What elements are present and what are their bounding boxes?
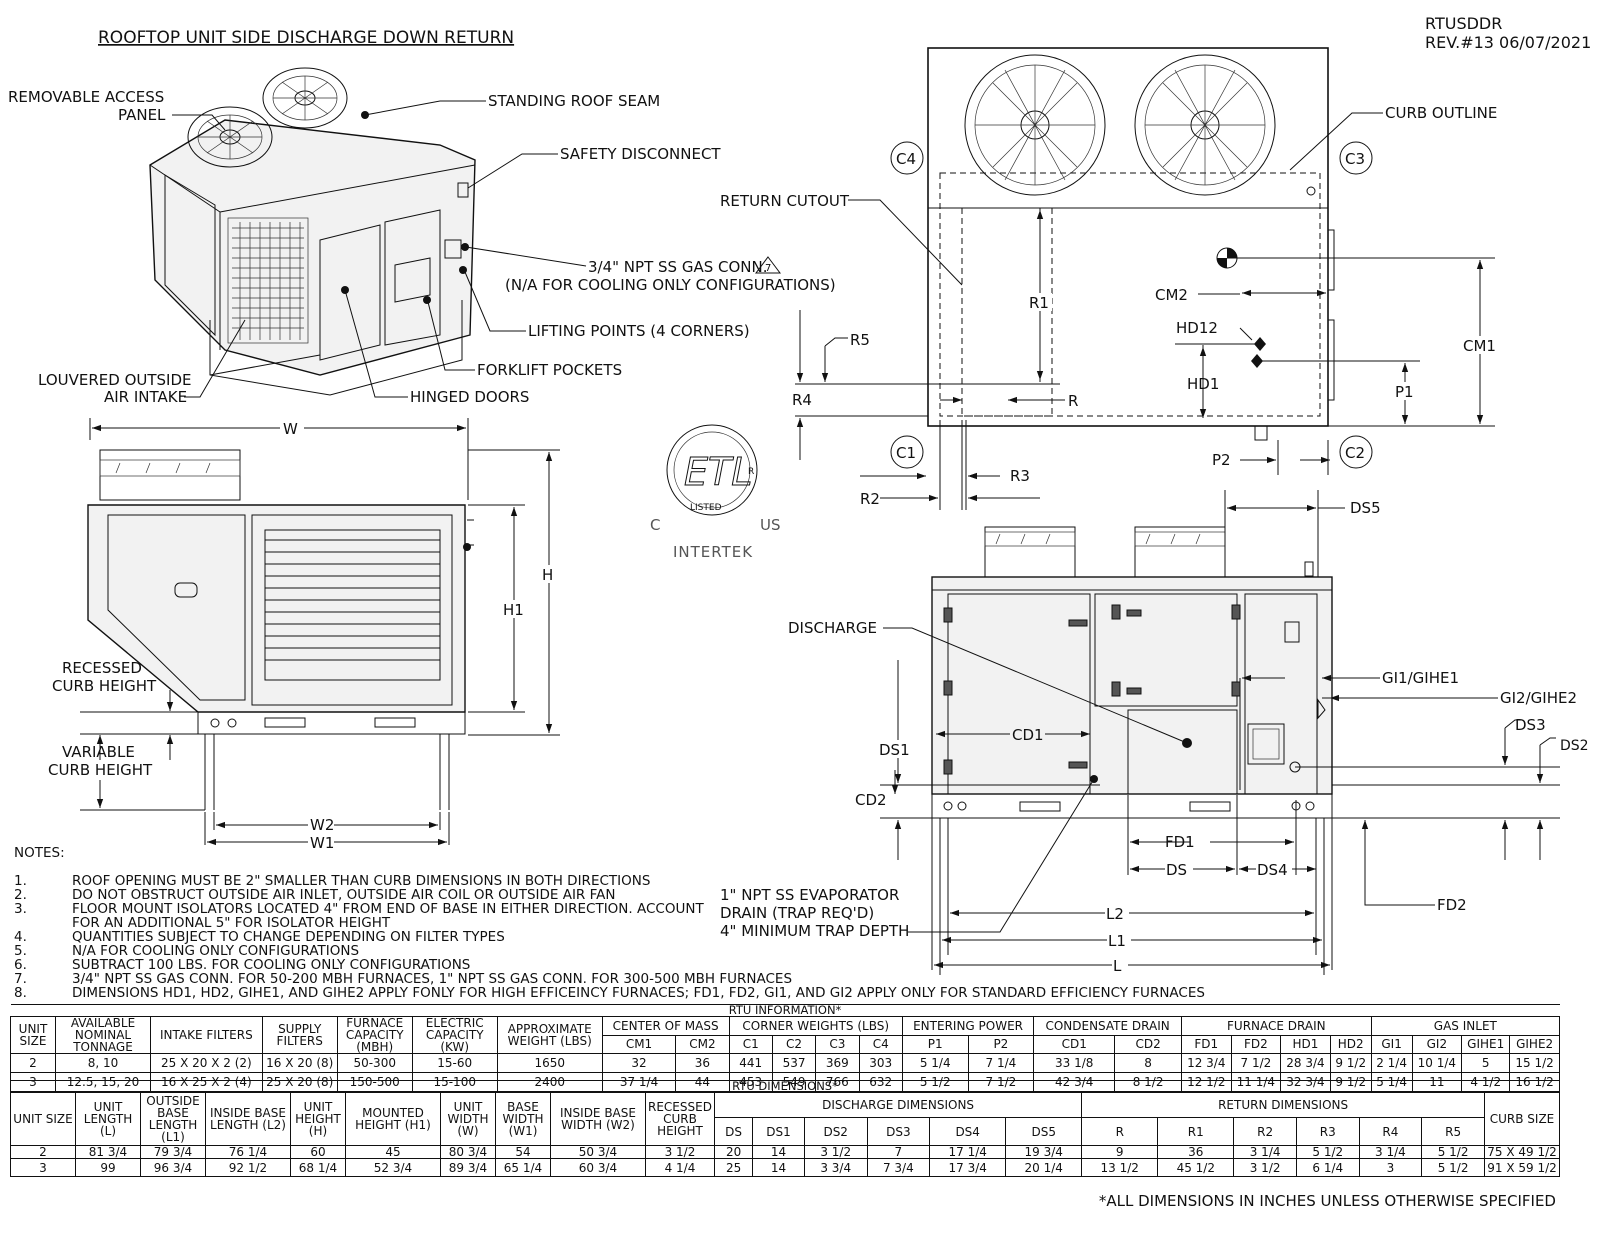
dim-h: H xyxy=(542,566,553,584)
svg-text:AIR INTAKE: AIR INTAKE xyxy=(104,388,187,406)
dim-cd2: CD2 xyxy=(855,791,887,809)
dim-h1: H1 xyxy=(503,601,524,619)
callout-discharge: DISCHARGE xyxy=(788,619,877,637)
callout-lifting-points: LIFTING POINTS (4 CORNERS) xyxy=(528,322,750,340)
svg-text:CURB HEIGHT: CURB HEIGHT xyxy=(48,761,153,779)
etl-c: C xyxy=(650,516,660,534)
callout-forklift: FORKLIFT POCKETS xyxy=(477,361,622,379)
isometric-view xyxy=(149,67,476,396)
plan-view: C4 C3 C1 C2 CURB OUTLINE RETURN CUTOUT R… xyxy=(720,47,1498,510)
dim-gi1: GI1/GIHE1 xyxy=(1382,669,1459,687)
svg-text:CURB HEIGHT: CURB HEIGHT xyxy=(52,677,157,695)
callout-evap-drain: 1" NPT SS EVAPORATOR xyxy=(720,886,899,904)
notes-heading: NOTES: xyxy=(14,845,65,861)
dim-r5: R5 xyxy=(850,331,870,349)
dim-w2: W2 xyxy=(310,816,334,834)
table-header-row: UNIT SIZE AVAILABLE NOMINAL TONNAGE INTA… xyxy=(10,1016,1561,1054)
dim-r4: R4 xyxy=(792,391,812,409)
svg-text:R: R xyxy=(748,467,754,477)
note-item: FOR AN ADDITIONAL 5" FOR ISOLATOR HEIGHT xyxy=(72,915,391,931)
dim-w: W xyxy=(283,420,298,438)
note-item: 4.QUANTITIES SUBJECT TO CHANGE DEPENDING… xyxy=(14,929,505,945)
dim-ds3: DS3 xyxy=(1515,716,1546,734)
notes-block: NOTES: 1.ROOF OPENING MUST BE 2" SMALLER… xyxy=(14,846,1205,1000)
dim-hd1: HD1 xyxy=(1187,375,1219,393)
dim-p2: P2 xyxy=(1212,451,1231,469)
dim-ds4: DS4 xyxy=(1257,861,1288,879)
svg-text:(N/A FOR COOLING ONLY CONFIGUR: (N/A FOR COOLING ONLY CONFIGURATIONS) xyxy=(505,276,836,294)
dim-ds5: DS5 xyxy=(1350,499,1381,517)
footer-note: *ALL DIMENSIONS IN INCHES UNLESS OTHERWI… xyxy=(1098,1192,1556,1210)
corner-c2: C2 xyxy=(1345,444,1365,462)
dim-r: R xyxy=(1068,392,1078,410)
dim-p1: P1 xyxy=(1395,383,1414,401)
table-caption: RTU DIMENSIONS* xyxy=(10,1080,1560,1093)
dim-gi2: GI2/GIHE2 xyxy=(1500,689,1577,707)
drawing-revision: REV.#13 06/07/2021 xyxy=(1425,33,1591,52)
drawing-title: ROOFTOP UNIT SIDE DISCHARGE DOWN RETURN xyxy=(98,28,514,48)
corner-c1: C1 xyxy=(896,444,916,462)
note-item: 5.N/A FOR COOLING ONLY CONFIGURATIONS xyxy=(14,943,360,959)
table-caption: RTU INFORMATION* xyxy=(10,1004,1560,1017)
etl-us: US xyxy=(760,516,781,534)
callout-hinged-doors: HINGED DOORS xyxy=(410,388,529,406)
front-elevation xyxy=(931,526,1333,955)
svg-text:DRAIN (TRAP REQ'D): DRAIN (TRAP REQ'D) xyxy=(720,904,874,922)
svg-text:LISTED: LISTED xyxy=(690,503,722,513)
callout-access-panel: REMOVABLE ACCESS xyxy=(8,88,164,106)
drawing-code: RTUSDDR xyxy=(1425,14,1502,33)
etl-listed-mark: ETL R LISTED C US INTERTEK xyxy=(650,424,781,561)
callout-return-cutout: RETURN CUTOUT xyxy=(720,192,850,210)
callout-louvered: LOUVERED OUTSIDE xyxy=(38,371,192,389)
etl-mark: ETL xyxy=(684,450,752,494)
dim-hd12: HD12 xyxy=(1176,319,1218,337)
dim-fd2: FD2 xyxy=(1437,896,1467,914)
dim-cd1: CD1 xyxy=(1012,726,1044,744)
callout-recessed-curb: RECESSED xyxy=(62,659,142,677)
callout-safety-disconnect: SAFETY DISCONNECT xyxy=(560,145,721,163)
dim-fd1: FD1 xyxy=(1165,833,1195,851)
corner-c3: C3 xyxy=(1345,150,1365,168)
front-dimensions: DS5 DISCHARGE GI1/GIHE1 GI2/GIHE2 CD1 DS… xyxy=(720,490,1589,975)
callout-gas-conn: 3/4" NPT SS GAS CONN. xyxy=(588,258,767,276)
side-elevation xyxy=(87,449,474,810)
rtu-dimensions-table: RTU DIMENSIONS* UNIT SIZE UNIT LENGTH (L… xyxy=(10,1080,1560,1177)
side-dimensions: W H H1 W2 W1 RECESSED CURB HEIGHT VARIAB… xyxy=(48,418,560,852)
dim-cm2: CM2 xyxy=(1155,286,1188,304)
callout-curb-outline: CURB OUTLINE xyxy=(1385,104,1497,122)
dim-cm1: CM1 xyxy=(1463,337,1496,355)
svg-text:7: 7 xyxy=(765,263,771,274)
isometric-callouts: REMOVABLE ACCESS PANEL STANDING ROOF SEA… xyxy=(8,88,836,406)
dim-l1: L1 xyxy=(1108,932,1126,950)
svg-text:4" MINIMUM TRAP DEPTH: 4" MINIMUM TRAP DEPTH xyxy=(720,922,909,940)
callout-variable-curb: VARIABLE xyxy=(62,743,135,761)
dim-ds2: DS2 xyxy=(1560,738,1589,754)
table-header-row: UNIT SIZE UNIT LENGTH (L) OUTSIDE BASE L… xyxy=(10,1092,1560,1146)
callout-roof-seam: STANDING ROOF SEAM xyxy=(488,92,660,110)
curb-corner-labels: C4 C3 C1 C2 xyxy=(890,141,1373,469)
note-item: 7.3/4" NPT SS GAS CONN. FOR 50-200 MBH F… xyxy=(14,971,793,987)
dim-ds: DS xyxy=(1166,861,1187,879)
dim-r1: R1 xyxy=(1029,294,1049,312)
corner-c4: C4 xyxy=(896,150,916,168)
drawing-sheet: ROOFTOP UNIT SIDE DISCHARGE DOWN RETURN … xyxy=(8,14,1591,975)
note-item: 1.ROOF OPENING MUST BE 2" SMALLER THAN C… xyxy=(14,873,651,889)
dim-r2: R2 xyxy=(860,490,880,508)
etl-intertek: INTERTEK xyxy=(673,543,753,561)
dim-l2: L2 xyxy=(1106,905,1124,923)
note-item: 3.FLOOR MOUNT ISOLATORS LOCATED 4" FROM … xyxy=(14,901,704,917)
dim-ds1: DS1 xyxy=(879,741,910,759)
note-item: 2.DO NOT OBSTRUCT OUTSIDE AIR INLET, OUT… xyxy=(14,887,616,903)
dim-r3: R3 xyxy=(1010,467,1030,485)
dim-l: L xyxy=(1113,957,1122,975)
note-item: 6.SUBTRACT 100 LBS. FOR COOLING ONLY CON… xyxy=(14,957,471,973)
svg-text:PANEL: PANEL xyxy=(118,106,166,124)
note-item: 8.DIMENSIONS HD1, HD2, GIHE1, AND GIHE2 … xyxy=(14,985,1205,1001)
dim-w1: W1 xyxy=(310,834,334,852)
